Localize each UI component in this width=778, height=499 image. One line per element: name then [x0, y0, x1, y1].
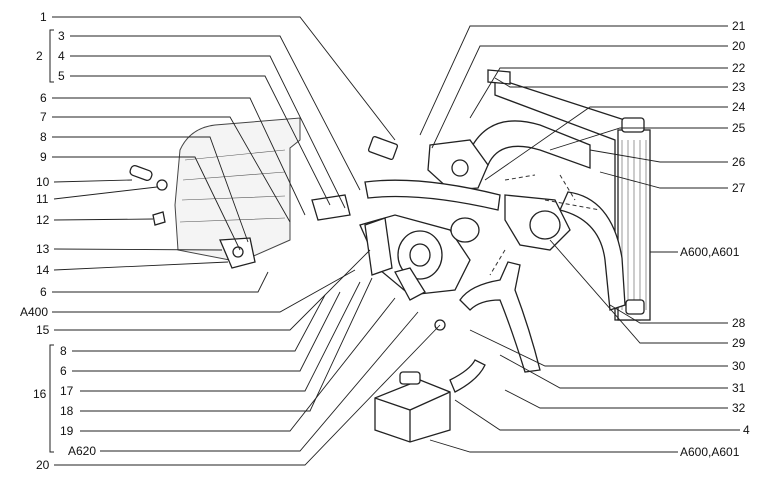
- callout-label: 24: [732, 100, 746, 114]
- callout-label: 1: [40, 10, 47, 24]
- tank-hose: [449, 359, 486, 393]
- callout-label: 22: [732, 61, 746, 75]
- group-label: 2: [36, 49, 43, 63]
- callout-label: 26: [732, 155, 746, 169]
- callout-label: 9: [40, 150, 47, 164]
- callout-label: 30: [732, 359, 746, 373]
- callout-label: 5: [58, 69, 65, 83]
- callout-label: 8: [40, 130, 47, 144]
- group-label: 16: [33, 387, 47, 401]
- callout-label: 32: [732, 401, 746, 415]
- fitting-10: [129, 165, 153, 181]
- upper-hose: [469, 120, 591, 169]
- gasket: [364, 217, 393, 276]
- callout-label: 20: [36, 458, 50, 472]
- gasket-1: [367, 135, 399, 161]
- pipe-3: [311, 194, 351, 221]
- callout-label: 7: [40, 110, 47, 124]
- callout-label: 12: [36, 213, 50, 227]
- engine-cover: [174, 117, 301, 263]
- callout-label: 6: [60, 364, 67, 378]
- callout-label: 6: [40, 285, 47, 299]
- callout-label: 10: [36, 175, 50, 189]
- callout-label: 28: [732, 316, 746, 330]
- callout-label: 18: [60, 404, 74, 418]
- callout-label: 4: [743, 423, 750, 437]
- callout-label: 4: [58, 49, 65, 63]
- radiator: [487, 69, 651, 321]
- callout-label: A620: [68, 444, 96, 458]
- callout-label: 13: [36, 242, 50, 256]
- nut-11: [156, 179, 168, 191]
- callout-label: A400: [20, 305, 48, 319]
- callout-label: 11: [36, 192, 49, 206]
- callout-label: A600,A601: [680, 245, 740, 259]
- callout-label: 3: [58, 29, 65, 43]
- callout-label: 27: [732, 181, 746, 195]
- callout-label: 17: [60, 384, 74, 398]
- callout-label: A600,A601: [680, 445, 740, 459]
- right-callouts: 21 20 22 23 24 25 26 27 A600,A601 28 29 …: [419, 19, 750, 459]
- callout-label: 29: [732, 336, 746, 350]
- left-callouts: 1 2 3 4 5 6 7 8 9 10 11 12 13 14 6 A400 …: [20, 10, 441, 472]
- callout-label: 15: [36, 323, 50, 337]
- callout-label: 31: [732, 381, 746, 395]
- callout-label: 25: [732, 121, 746, 135]
- heater-hose: [459, 261, 541, 373]
- callout-label: 21: [732, 19, 746, 33]
- callout-label: 23: [732, 80, 746, 94]
- expansion-tank: [374, 371, 451, 443]
- callout-label: 20: [732, 39, 746, 53]
- parts-artwork: [129, 69, 651, 443]
- callout-label: 8: [60, 344, 67, 358]
- callout-label: 19: [60, 424, 74, 438]
- lower-hose: [559, 191, 626, 311]
- bypass-hose: [364, 179, 501, 211]
- callout-label: 14: [36, 263, 50, 277]
- plug-12: [152, 211, 166, 226]
- callout-label: 6: [40, 91, 47, 105]
